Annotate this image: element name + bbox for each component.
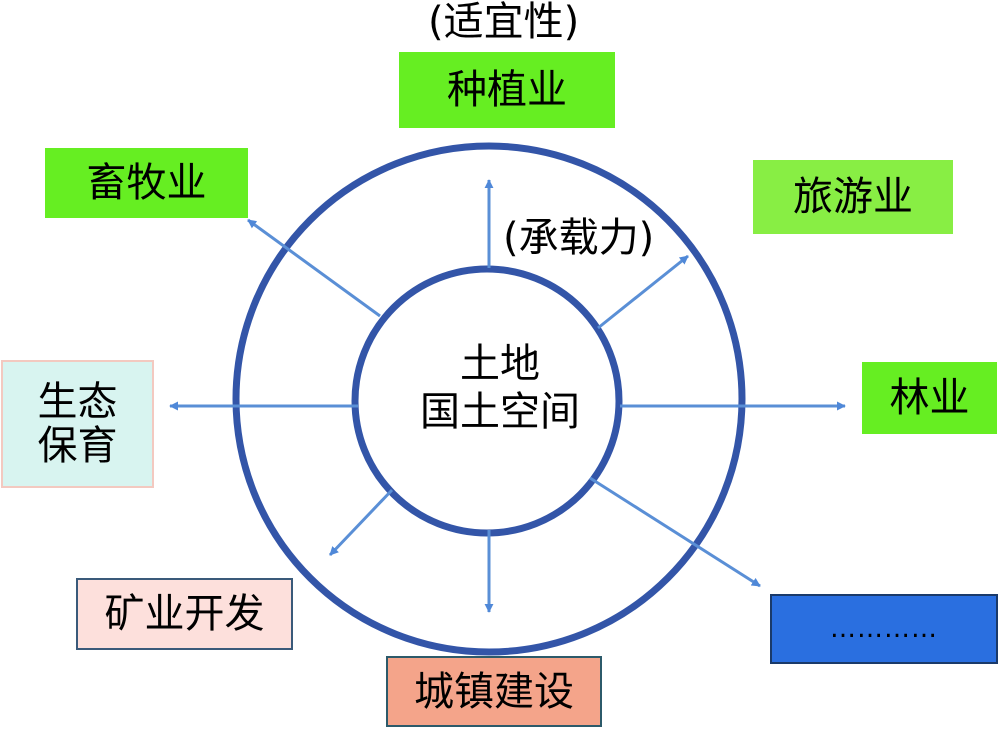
arrow-lower-right: [589, 476, 761, 588]
box-more: …………: [770, 594, 998, 664]
inner-ring: [351, 265, 623, 537]
center-line-2: 国土空间: [420, 389, 580, 435]
box-urban-label: 城镇建设: [414, 668, 574, 715]
box-planting-label: 种植业: [447, 67, 567, 113]
box-urban: 城镇建设: [386, 656, 602, 727]
box-forestry-label: 林业: [889, 375, 970, 421]
box-husbandry: 畜牧业: [45, 148, 248, 218]
center-line-1: 土地: [460, 341, 540, 387]
box-ecology-line-1: 生态: [37, 379, 118, 425]
arrow-upper-right: [597, 254, 689, 330]
top-caption: (适宜性): [428, 0, 580, 45]
box-mining-label: 矿业开发: [104, 591, 265, 637]
arrow-upper-left: [247, 218, 381, 318]
outer-ring: [232, 142, 746, 656]
box-tourism: 旅游业: [753, 160, 953, 234]
center-label: 土地 国土空间: [380, 340, 620, 436]
box-husbandry-label: 畜牧业: [86, 160, 207, 206]
box-ecology: 生态 保育: [1, 360, 154, 488]
inner-caption: (承载力): [503, 215, 655, 261]
box-more-label: …………: [830, 614, 938, 644]
box-forestry: 林业: [862, 362, 997, 434]
arrow-lower-left: [328, 488, 394, 557]
box-mining: 矿业开发: [76, 578, 293, 650]
box-tourism-label: 旅游业: [793, 174, 913, 220]
box-planting: 种植业: [399, 52, 615, 128]
box-ecology-line-2: 保育: [37, 423, 118, 469]
